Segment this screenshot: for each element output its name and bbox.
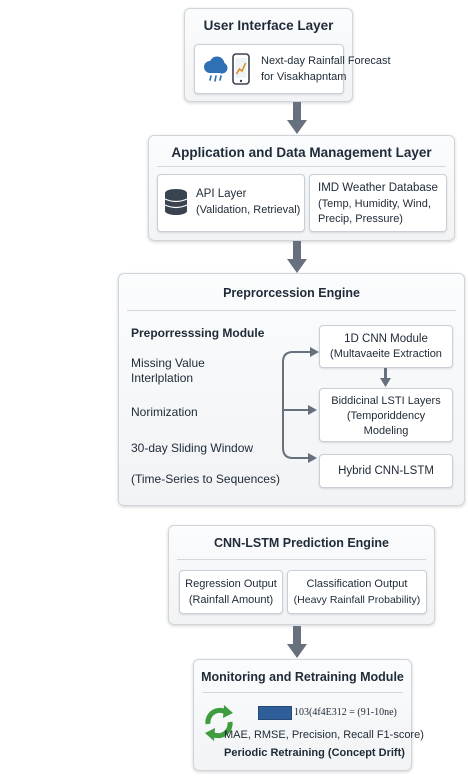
regression-output-box: Regression Output (Rainfall Amount) xyxy=(179,570,283,614)
lstm-layers-box: Biddicinal LSTI Layers (Temporiddency Mo… xyxy=(319,388,453,442)
preprocessing-module-title: Preporresssing Module xyxy=(131,326,265,340)
application-data-layer: Application and Data Management Layer AP… xyxy=(148,135,455,241)
flow-arrow xyxy=(287,102,307,134)
prediction-engine-layer: CNN-LSTM Prediction Engine Regression Ou… xyxy=(168,525,435,625)
regression-line-1: Regression Output xyxy=(185,578,277,590)
imd-line-2: Precip, Pressure) xyxy=(318,213,403,225)
smartphone-chart-icon xyxy=(232,53,250,85)
divider xyxy=(157,166,446,167)
forecast-panel: Next-day Rainfall Forecast for Visakhapn… xyxy=(194,44,391,94)
normalization-step: Norimization xyxy=(131,405,198,419)
imd-line-1: (Temp, Humidity, Wind, xyxy=(318,198,431,210)
flow-arrow xyxy=(287,241,307,273)
sequences-step: (Time-Series to Sequences) xyxy=(131,472,280,486)
pred-layer-title: CNN-LSTM Prediction Engine xyxy=(214,536,389,550)
user-interface-layer: User Interface Layer Next-day Rainfall F… xyxy=(184,8,391,102)
missing-value-line-2: Interlplation xyxy=(131,371,194,385)
retrain-cycle-icon xyxy=(202,702,236,742)
divider xyxy=(202,692,403,693)
flow-arrow xyxy=(287,626,307,658)
monitoring-retraining-layer: Monitoring and Retraining Module 103(4f4… xyxy=(193,659,424,771)
classification-line-1: Classification Output xyxy=(306,578,408,590)
missing-value-line-1: Missing Value xyxy=(131,356,205,370)
api-layer-box: API Layer (Validation, Retrieval) xyxy=(157,174,305,232)
lstm-line-1: Biddicinal LSTI Layers xyxy=(331,395,441,407)
forecast-line-1: Next-day Rainfall Forecast xyxy=(261,55,391,67)
hybrid-cnn-lstm-box: Hybrid CNN-LSTM xyxy=(319,454,453,488)
lstm-line-3: Modeling xyxy=(363,425,409,437)
hybrid-label: Hybrid CNN-LSTM xyxy=(338,465,434,477)
imd-title: IMD Weather Database xyxy=(318,182,438,194)
api-layer-title: API Layer xyxy=(196,188,247,200)
metrics-text: MAE, RMSE, Precision, Recall F1-score) xyxy=(224,729,424,741)
mon-layer-title: Monitoring and Retraining Module xyxy=(201,670,404,684)
database-icon xyxy=(164,188,188,216)
preprocession-engine-layer: Preprorcession Engine Preporresssing Mod… xyxy=(118,273,465,506)
formula-text: 103(4f4E312 = (91-10ne) xyxy=(294,707,397,718)
cnn-to-lstm-arrow xyxy=(380,368,391,387)
cloud-icon xyxy=(201,54,229,84)
ui-layer-title: User Interface Layer xyxy=(203,18,334,33)
imd-database-box: IMD Weather Database (Temp, Humidity, Wi… xyxy=(309,174,447,232)
cnn-line-1: 1D CNN Module xyxy=(344,333,428,345)
sliding-window-step: 30-day Sliding Window xyxy=(131,441,254,455)
classification-line-2: (Heavy Rainfall Probability) xyxy=(293,594,421,606)
pre-layer-title: Preprorcession Engine xyxy=(223,286,360,300)
divider xyxy=(127,310,456,311)
cnn-line-2: (Multavaeite Extraction xyxy=(330,348,442,360)
connector-lines xyxy=(282,347,319,463)
lstm-line-2: (Temporiddency xyxy=(346,410,426,422)
cnn-module-box: 1D CNN Module (Multavaeite Extraction xyxy=(319,325,453,368)
regression-line-2: (Rainfall Amount) xyxy=(188,594,274,606)
divider xyxy=(177,559,426,560)
periodic-retraining-text: Periodic Retraining (Concept Drift) xyxy=(224,747,405,759)
app-layer-title: Application and Data Management Layer xyxy=(171,145,432,160)
api-layer-sub: (Validation, Retrieval) xyxy=(196,204,301,216)
classification-output-box: Classification Output (Heavy Rainfall Pr… xyxy=(287,570,427,614)
forecast-line-2: for Visakhapntam xyxy=(261,71,347,83)
chart-icon xyxy=(258,706,292,720)
